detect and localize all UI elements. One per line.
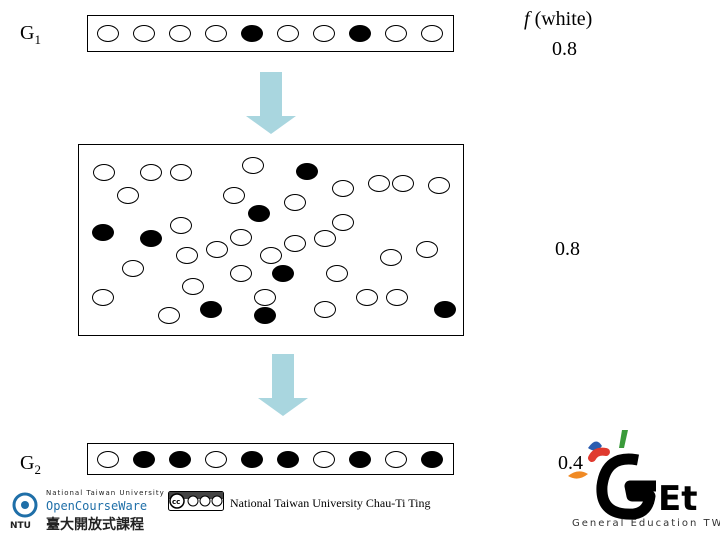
get-logo-et: Et	[658, 479, 697, 519]
down-arrow-icon	[258, 354, 308, 416]
white-gamete-ball	[242, 156, 264, 174]
gamete-pool	[78, 144, 464, 336]
white-gamete-ball	[92, 288, 114, 306]
g2-label: G2	[20, 452, 41, 477]
black-gamete-ball	[434, 300, 456, 318]
white-gamete-ball	[416, 240, 438, 258]
cc-license-icon[interactable]: cc	[168, 491, 224, 511]
white-allele-ball	[205, 24, 227, 42]
white-allele-ball	[169, 24, 191, 42]
white-allele-ball	[97, 24, 119, 42]
white-allele-ball	[313, 450, 335, 468]
black-allele-ball	[133, 450, 155, 468]
black-gamete-ball	[272, 264, 294, 282]
white-gamete-ball	[93, 163, 115, 181]
get-logo-icon: Et	[568, 430, 697, 520]
black-gamete-ball	[248, 204, 270, 222]
black-allele-ball	[421, 450, 443, 468]
white-gamete-ball	[284, 234, 306, 252]
white-gamete-ball	[176, 246, 198, 264]
white-allele-ball	[385, 450, 407, 468]
black-gamete-ball	[92, 223, 114, 241]
white-allele-ball	[277, 24, 299, 42]
g2-allele-row	[87, 443, 454, 475]
white-allele-ball	[385, 24, 407, 42]
white-gamete-ball	[117, 186, 139, 204]
g1-label: G1	[20, 22, 41, 47]
white-gamete-ball	[170, 216, 192, 234]
get-logo[interactable]: Et 31 General Education TW	[566, 424, 720, 540]
ntu-chinese-name: 臺大開放式課程	[46, 517, 144, 533]
footer-credit: National Taiwan University Chau-Ti Ting	[230, 496, 431, 510]
svg-text:cc: cc	[172, 498, 180, 506]
white-gamete-ball	[140, 163, 162, 181]
white-gamete-ball	[122, 259, 144, 277]
black-gamete-ball	[296, 162, 318, 180]
white-gamete-ball	[332, 179, 354, 197]
white-gamete-ball	[254, 288, 276, 306]
ntu-ocw-logo[interactable]: NTU National Taiwan University OpenCours…	[8, 488, 168, 536]
opencourseware-text: OpenCourseWare	[46, 499, 148, 513]
g1-allele-row	[87, 15, 454, 52]
g1-frequency: 0.8	[552, 38, 577, 60]
white-allele-ball	[97, 450, 119, 468]
white-gamete-ball	[428, 176, 450, 194]
white-gamete-ball	[392, 174, 414, 192]
white-gamete-ball	[326, 264, 348, 282]
white-gamete-ball	[223, 186, 245, 204]
white-gamete-ball	[380, 248, 402, 266]
white-gamete-ball	[230, 264, 252, 282]
get-subtitle: General Education TW	[572, 518, 720, 529]
white-gamete-ball	[284, 193, 306, 211]
white-gamete-ball	[170, 163, 192, 181]
white-gamete-ball	[314, 229, 336, 247]
white-allele-ball	[313, 24, 335, 42]
down-arrow-icon	[246, 72, 296, 134]
white-gamete-ball	[206, 240, 228, 258]
frequency-header: f (white)	[524, 8, 593, 30]
pool-frequency: 0.8	[555, 238, 580, 260]
white-allele-ball	[205, 450, 227, 468]
black-allele-ball	[349, 24, 371, 42]
white-gamete-ball	[314, 300, 336, 318]
ntu-english-name: National Taiwan University	[46, 489, 165, 497]
white-gamete-ball	[386, 288, 408, 306]
white-allele-ball	[421, 24, 443, 42]
black-allele-ball	[349, 450, 371, 468]
white-gamete-ball	[356, 288, 378, 306]
white-gamete-ball	[260, 246, 282, 264]
black-gamete-ball	[254, 306, 276, 324]
black-allele-ball	[241, 24, 263, 42]
svg-text:NTU: NTU	[10, 521, 31, 530]
white-gamete-ball	[230, 228, 252, 246]
white-allele-ball	[133, 24, 155, 42]
black-gamete-ball	[200, 300, 222, 318]
white-gamete-ball	[182, 277, 204, 295]
black-allele-ball	[169, 450, 191, 468]
page-number: 31	[642, 496, 655, 507]
ntu-emblem-icon: NTU	[10, 492, 38, 530]
white-gamete-ball	[368, 174, 390, 192]
black-allele-ball	[277, 450, 299, 468]
black-allele-ball	[241, 450, 263, 468]
g2-frequency: 0.4	[558, 452, 583, 474]
white-gamete-ball	[332, 213, 354, 231]
black-gamete-ball	[140, 229, 162, 247]
white-gamete-ball	[158, 306, 180, 324]
